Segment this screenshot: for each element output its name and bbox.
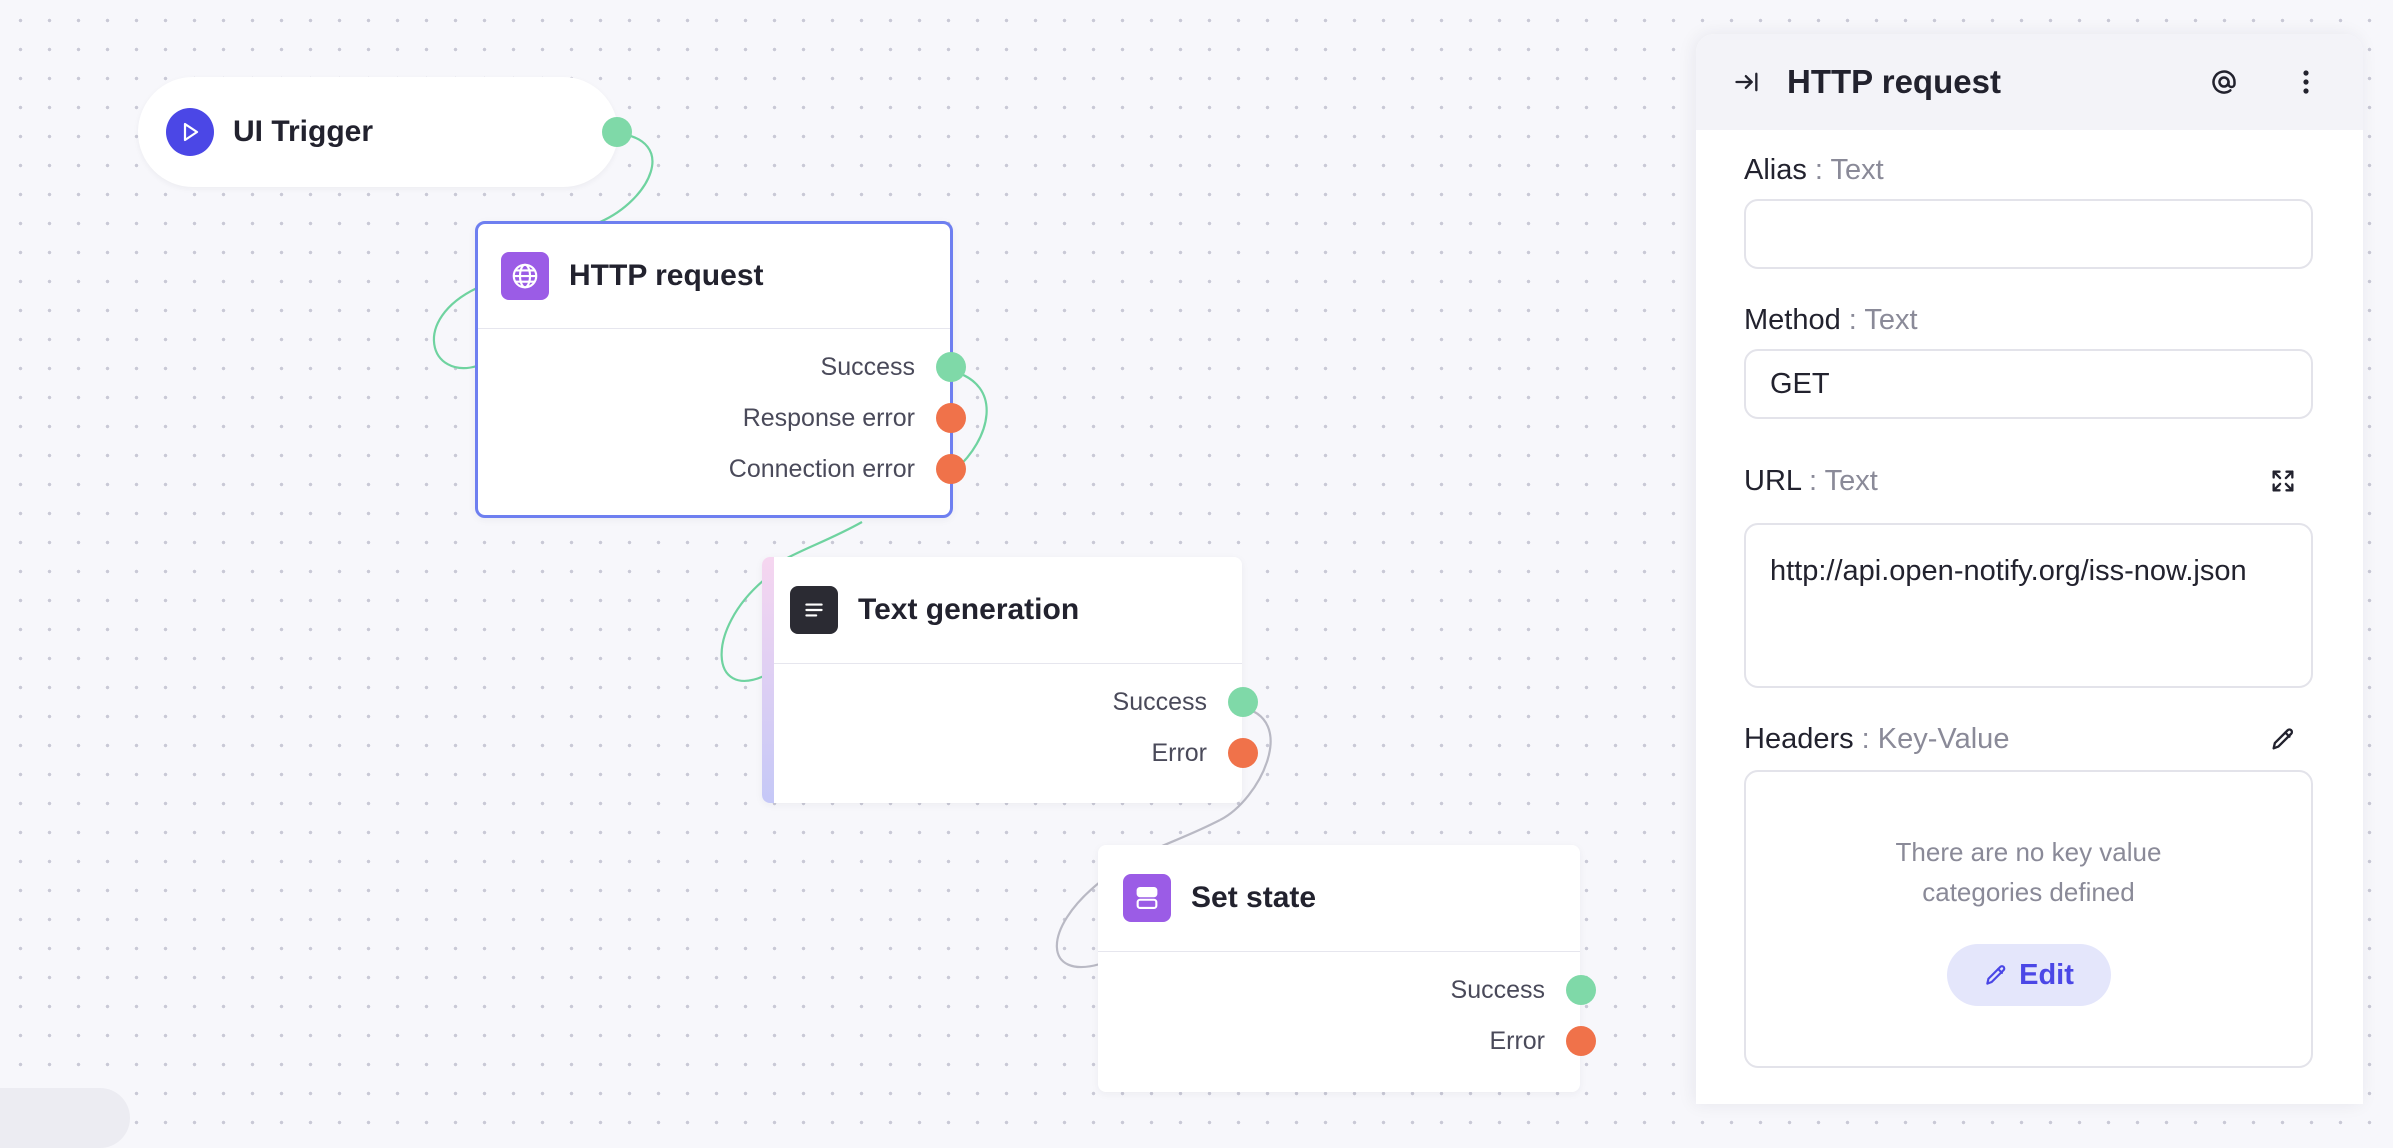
globe-icon <box>501 252 549 300</box>
collapse-right-icon[interactable] <box>1730 65 1764 99</box>
alias-field: Alias : Text <box>1744 150 2313 269</box>
text-lines-icon <box>790 586 838 634</box>
at-sign-icon[interactable] <box>2206 64 2242 100</box>
http-success-dot[interactable] <box>936 352 966 382</box>
canvas-control-pill[interactable] <box>0 1088 130 1148</box>
set-state-output-error: Error <box>1098 1016 1596 1067</box>
panel-title: HTTP request <box>1787 63 2001 100</box>
wire-http-in <box>432 287 478 370</box>
wire-setstate-in <box>1055 881 1101 969</box>
text-generation-node[interactable]: Text generation Success Error <box>762 557 1258 803</box>
more-vertical-icon[interactable] <box>2293 64 2319 100</box>
http-response-error-dot[interactable] <box>936 403 966 433</box>
text-generation-title: Text generation <box>858 593 1080 626</box>
headers-label: Headers : Key-Value <box>1744 719 2313 759</box>
pencil-icon[interactable] <box>2267 723 2299 755</box>
ui-trigger-title: UI Trigger <box>233 115 374 148</box>
http-output-response-error: Response error <box>478 393 966 444</box>
http-connection-error-dot[interactable] <box>936 454 966 484</box>
wire-http-to-textgen <box>779 521 863 563</box>
text-generation-output-success: Success <box>762 677 1258 728</box>
play-icon <box>166 108 214 156</box>
set-state-title: Set state <box>1191 881 1317 914</box>
set-state-success-dot[interactable] <box>1566 975 1596 1005</box>
expand-icon[interactable] <box>2267 465 2299 497</box>
ui-trigger-output-dot[interactable] <box>602 117 632 147</box>
wire-textgen-in <box>720 579 765 682</box>
url-field: URL : Text http://api.open-notify.org/is… <box>1744 461 2313 693</box>
method-field: Method : Text <box>1744 300 2313 419</box>
alias-input[interactable] <box>1744 199 2313 269</box>
alias-label: Alias : Text <box>1744 154 1884 186</box>
pencil-icon <box>1986 965 2006 985</box>
http-request-node[interactable]: HTTP request Success Response error Conn… <box>475 221 966 518</box>
state-toggle-icon <box>1123 874 1171 922</box>
http-output-success: Success <box>478 342 966 393</box>
set-state-error-dot[interactable] <box>1566 1026 1596 1056</box>
set-state-output-success: Success <box>1098 965 1596 1016</box>
headers-edit-button[interactable]: Edit <box>1946 944 2111 1006</box>
text-generation-output-error: Error <box>762 728 1258 779</box>
panel-header: HTTP request <box>1696 34 2363 130</box>
http-request-title: HTTP request <box>569 259 764 292</box>
headers-edit-label: Edit <box>2019 958 2074 991</box>
http-output-connection-error: Connection error <box>478 444 966 495</box>
headers-empty-text: There are no key value categories define… <box>1895 837 2162 907</box>
method-input[interactable] <box>1744 349 2313 419</box>
headers-field: Headers : Key-Value There are no key val… <box>1744 719 2313 1068</box>
block-settings-panel: HTTP request Alias : Text Method : Text … <box>1696 34 2363 1104</box>
url-label: URL : Text <box>1744 461 2313 501</box>
workflow-canvas[interactable]: UI Trigger HTTP request Success Response… <box>0 0 1696 1148</box>
method-label: Method : Text <box>1744 304 1918 336</box>
ui-trigger-node[interactable]: UI Trigger <box>138 77 632 187</box>
text-generation-success-dot[interactable] <box>1228 687 1258 717</box>
text-generation-error-dot[interactable] <box>1228 738 1258 768</box>
headers-keyvalue-box: There are no key value categories define… <box>1744 770 2313 1068</box>
url-textarea[interactable]: http://api.open-notify.org/iss-now.json <box>1744 523 2313 688</box>
set-state-node[interactable]: Set state Success Error <box>1098 845 1596 1092</box>
